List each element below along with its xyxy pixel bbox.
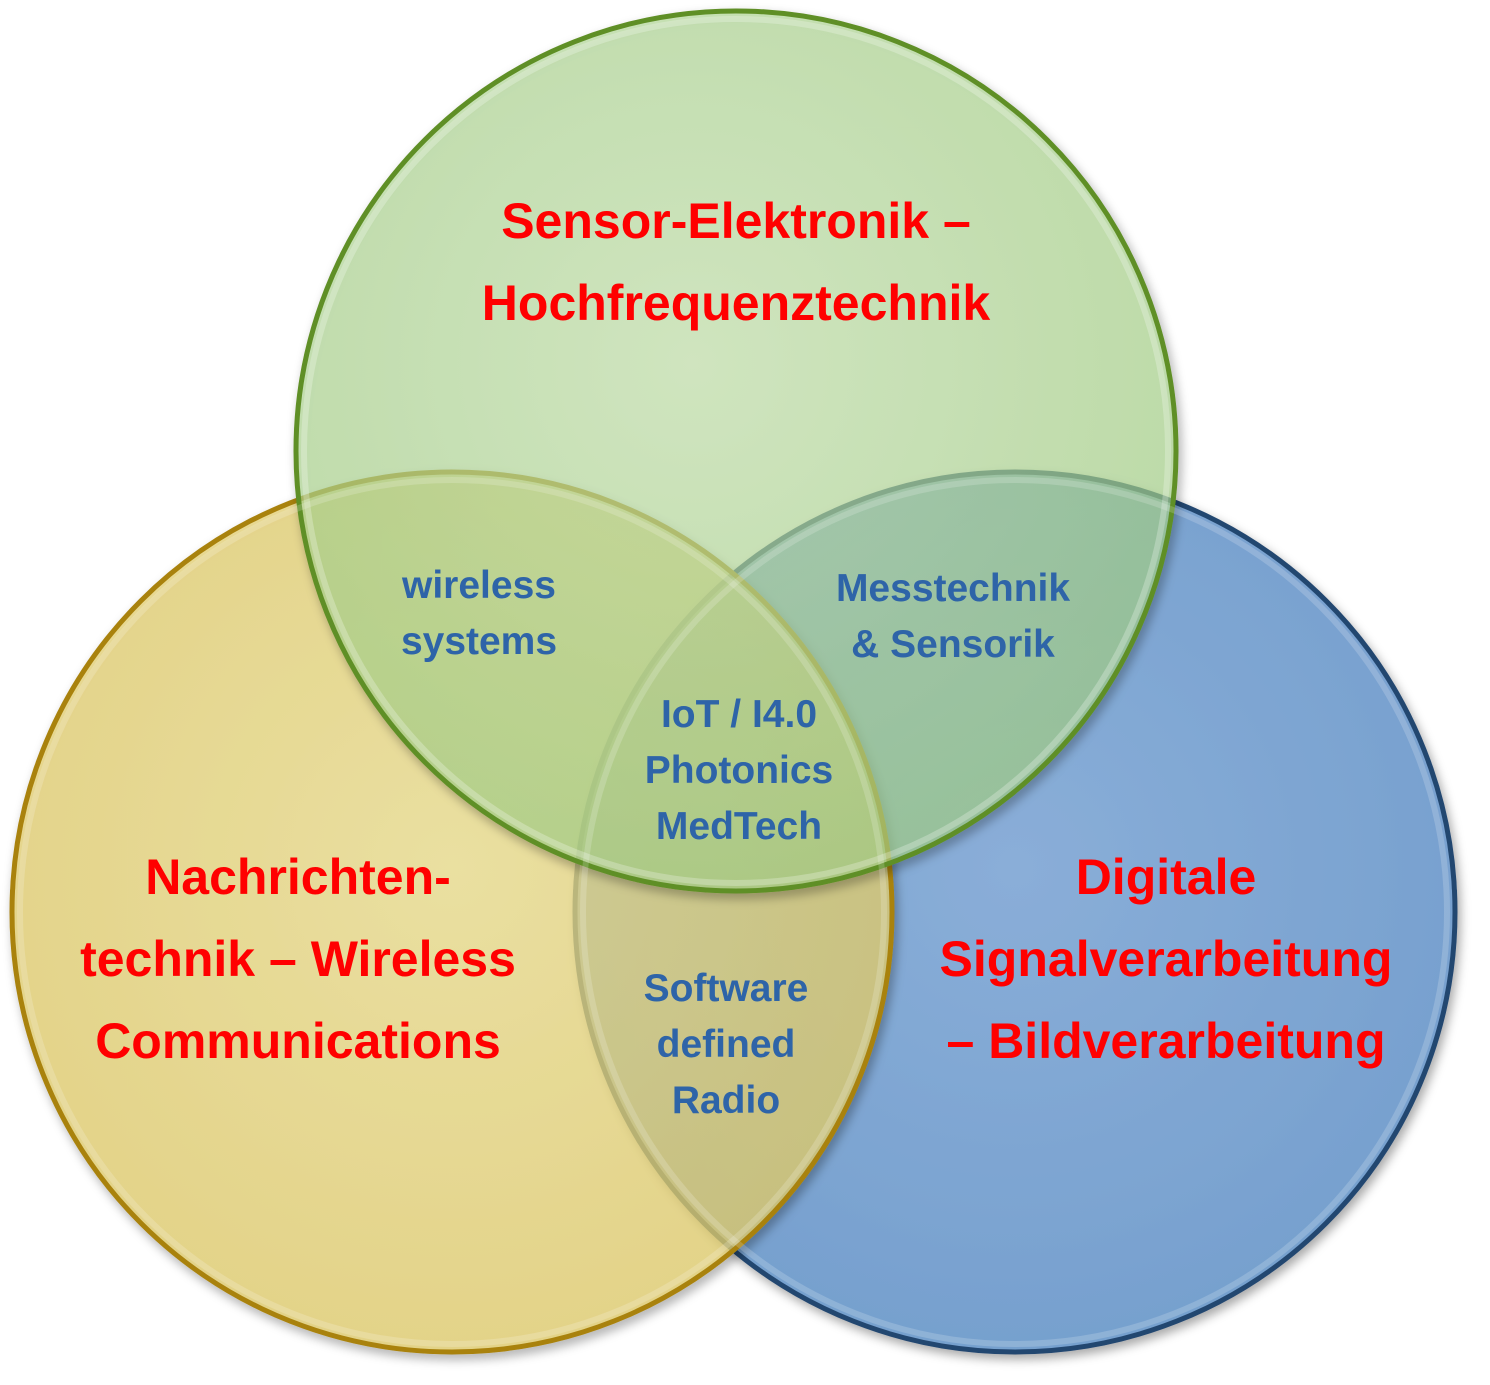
overlap-communications-signal-line-1: Software [643,967,809,1010]
sensor-title-line-2: Hochfrequenztechnik [481,275,991,331]
overlap-sensor-signal-line-1: Messtechnik [835,567,1071,610]
signal-title-line-3: – Bildverarbeitung [946,1013,1386,1069]
communications-title-line-2: technik – Wireless [80,931,516,987]
overlap-all: IoT / I4.0 Photonics MedTech [645,687,834,855]
overlap-sensor-signal-line-2: & Sensorik [851,623,1055,666]
signal-title-line-1: Digitale [1075,849,1257,905]
sensor-circle [293,8,1179,894]
overlap-sensor-communications-line-1: wireless [402,564,556,607]
overlap-communications-signal-line-3: Radio [671,1079,781,1122]
communications-title-line-3: Communications [95,1013,501,1069]
overlap-communications-signal-line-2: defined [656,1023,796,1066]
sensor-circle-highlight [301,16,1171,886]
communications-title: Nachrichten- technik – Wireless Communic… [80,836,516,1082]
overlap-communications-signal: Software defined Radio [644,961,809,1129]
overlap-all-line-1: IoT / I4.0 [660,693,818,736]
communications-circle-highlight [17,477,887,1347]
overlap-sensor-signal: Messtechnik & Sensorik [836,561,1070,673]
overlap-all-line-2: Photonics [644,749,834,792]
sensor-title: Sensor-Elektronik – Hochfrequenztechnik [482,180,990,344]
communications-title-line-1: Nachrichten- [145,849,451,905]
signal-title: Digitale Signalverarbeitung – Bildverarb… [940,836,1393,1082]
overlap-sensor-communications: wireless systems [401,558,557,670]
signal-title-line-2: Signalverarbeitung [939,931,1393,987]
overlap-all-line-3: MedTech [655,805,823,848]
overlap-sensor-communications-line-2: systems [400,620,558,663]
signal-circle-highlight [580,477,1450,1347]
sensor-title-line-1: Sensor-Elektronik – [501,193,971,249]
